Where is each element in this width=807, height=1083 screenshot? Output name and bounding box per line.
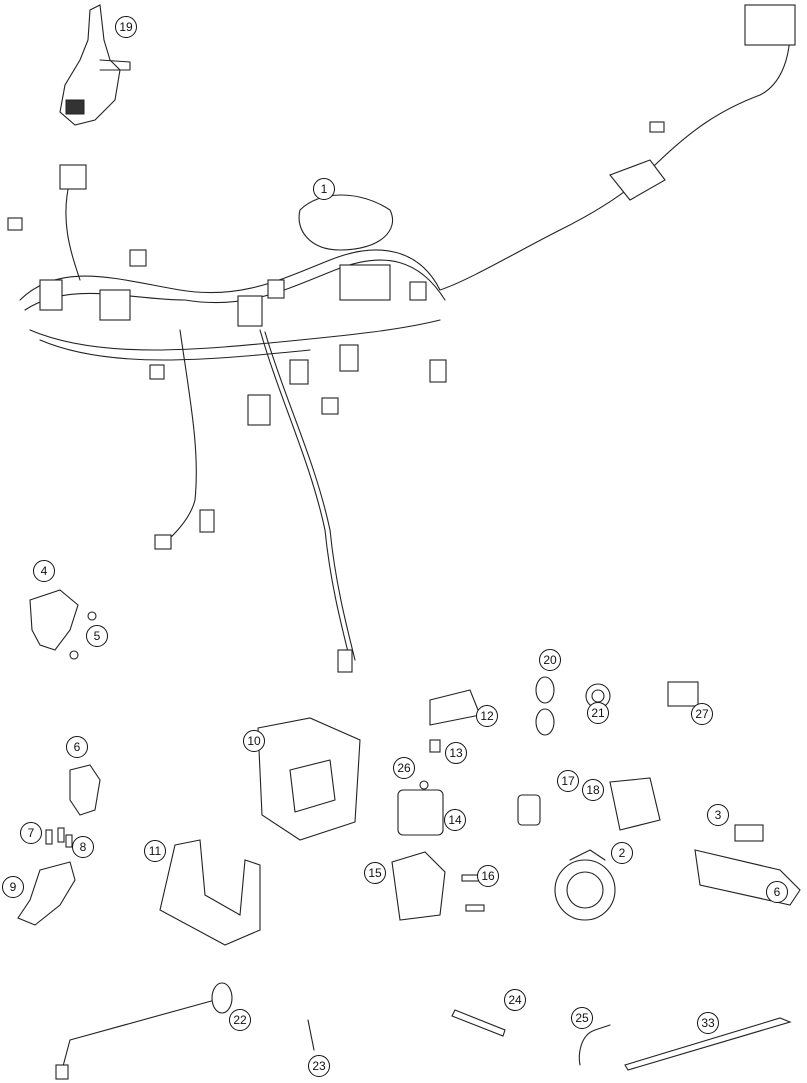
- part-20-socket[interactable]: [535, 676, 555, 736]
- callout-10[interactable]: 10: [243, 730, 265, 752]
- part-22-cable[interactable]: [55, 982, 233, 1080]
- part-1-main-harness[interactable]: [7, 4, 796, 673]
- callout-23[interactable]: 23: [308, 1055, 330, 1077]
- part-3-switch[interactable]: [734, 824, 764, 842]
- callout-3[interactable]: 3: [707, 804, 729, 826]
- part-24-strap[interactable]: [451, 1009, 506, 1037]
- callout-17[interactable]: 17: [557, 770, 579, 792]
- part-33-cable-tie[interactable]: [624, 1017, 792, 1071]
- part-7-8-fasteners[interactable]: [45, 827, 73, 848]
- part-14-relay[interactable]: [397, 789, 444, 836]
- callout-2[interactable]: 2: [611, 842, 633, 864]
- callout-1[interactable]: 1: [313, 178, 335, 200]
- callout-16[interactable]: 16: [477, 865, 499, 887]
- part-26-screw[interactable]: [419, 780, 429, 790]
- callout-24[interactable]: 24: [504, 989, 526, 1011]
- part-6-connector[interactable]: [69, 764, 101, 816]
- part-13-fuse[interactable]: [429, 739, 441, 753]
- part-19-bracket[interactable]: [59, 4, 131, 126]
- part-27-switch[interactable]: [667, 681, 699, 707]
- callout-22[interactable]: 22: [229, 1009, 251, 1031]
- callout-7[interactable]: 7: [20, 822, 42, 844]
- part-2-horn[interactable]: [554, 849, 616, 921]
- callout-6-block[interactable]: 6: [766, 881, 788, 903]
- part-17-connector[interactable]: [517, 794, 541, 826]
- callout-15[interactable]: 15: [364, 862, 386, 884]
- callout-11[interactable]: 11: [144, 840, 166, 862]
- callout-33[interactable]: 33: [697, 1012, 719, 1034]
- callout-26[interactable]: 26: [393, 757, 415, 779]
- callout-12[interactable]: 12: [476, 705, 498, 727]
- part-18-module[interactable]: [609, 777, 661, 831]
- part-4-bracket[interactable]: [29, 589, 79, 651]
- part-15-regulator[interactable]: [391, 851, 446, 921]
- callout-25[interactable]: 25: [571, 1007, 593, 1029]
- callout-9[interactable]: 9: [2, 876, 24, 898]
- callout-4[interactable]: 4: [33, 560, 55, 582]
- part-9-bracket[interactable]: [17, 861, 76, 926]
- callout-5[interactable]: 5: [86, 625, 108, 647]
- callout-18[interactable]: 18: [582, 779, 604, 801]
- callout-13[interactable]: 13: [445, 742, 467, 764]
- callout-19[interactable]: 19: [115, 16, 137, 38]
- part-25-clip[interactable]: [578, 1024, 611, 1066]
- part-11-frame[interactable]: [159, 839, 261, 946]
- part-23-pin[interactable]: [307, 1019, 315, 1051]
- callout-6[interactable]: 6: [66, 736, 88, 758]
- callout-14[interactable]: 14: [444, 809, 466, 831]
- callout-20[interactable]: 20: [539, 649, 561, 671]
- callout-21[interactable]: 21: [587, 702, 609, 724]
- part-10-ecu[interactable]: [257, 717, 361, 841]
- callout-8[interactable]: 8: [72, 836, 94, 858]
- part-12-clip[interactable]: [429, 689, 481, 726]
- part-5-screws[interactable]: [69, 611, 97, 660]
- callout-27[interactable]: 27: [691, 703, 713, 725]
